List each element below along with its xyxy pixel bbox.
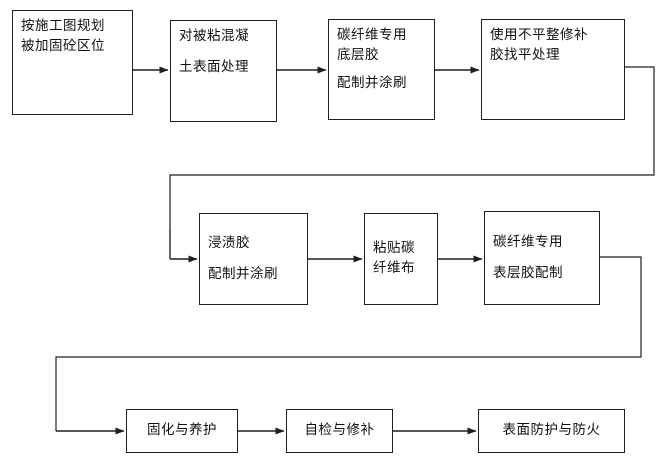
node-line: 碳纤维专用 [337, 27, 407, 43]
node-line: 使用不平整修补 [490, 27, 588, 43]
node-line: 胶找平处理 [490, 46, 560, 63]
node-line: 浸渍胶 [208, 234, 250, 251]
process-node-saturant-mix[interactable]: 浸渍胶 配制并涂刷 [199, 213, 308, 305]
process-node-curing[interactable]: 固化与养护 [126, 409, 238, 453]
node-line: 表面防护与防火 [502, 422, 601, 439]
node-line: 土表面处理 [179, 58, 249, 75]
process-node-primer-mix[interactable]: 碳纤维专用 底层胶 配制并涂刷 [328, 19, 435, 120]
process-node-leveling-putty[interactable]: 使用不平整修补 胶找平处理 [481, 19, 625, 120]
process-node-surface-treatment[interactable]: 对被粘混凝 土表面处理 [170, 20, 277, 122]
process-node-self-inspection[interactable]: 自检与修补 [286, 409, 393, 453]
process-node-topcoat-mix[interactable]: 碳纤维专用 表层胶配制 [484, 211, 600, 305]
node-line: 固化与养护 [147, 422, 217, 439]
node-line: 纤维布 [373, 260, 415, 276]
node-line: 碳纤维专用 [493, 233, 563, 250]
process-node-protection-fireproofing[interactable]: 表面防护与防火 [478, 409, 625, 453]
process-node-apply-cfrp-sheet[interactable]: 粘贴碳 纤维布 [364, 213, 438, 305]
node-line: 配制并涂刷 [208, 265, 278, 282]
node-line: 自检与修补 [304, 422, 375, 439]
node-line: 底层胶 [337, 46, 379, 63]
process-node-plan-area[interactable]: 按施工图规划 被加固砼区位 [12, 10, 133, 115]
node-line: 被加固砼区位 [21, 37, 105, 54]
node-line: 粘贴碳 [373, 240, 415, 257]
node-line: 配制并涂刷 [337, 75, 407, 92]
node-line: 表层胶配制 [493, 264, 563, 281]
node-line: 对被粘混凝 [179, 28, 249, 44]
node-line: 按施工图规划 [21, 18, 105, 34]
